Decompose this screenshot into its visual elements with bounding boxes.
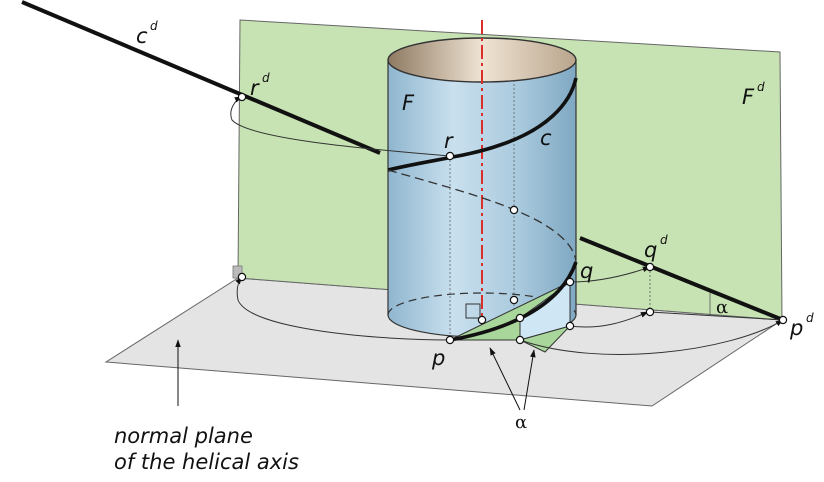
point-base-4 — [565, 321, 575, 331]
label-rd: r — [250, 76, 260, 100]
label-q: q — [580, 259, 593, 283]
point-p — [445, 335, 455, 345]
slope-triangle-small — [518, 325, 572, 353]
arc-q — [569, 266, 651, 283]
point-base-2 — [515, 313, 525, 323]
right-angle-square — [465, 303, 481, 319]
developed-line-lower — [579, 236, 784, 322]
point-q — [565, 277, 575, 287]
label-alpha-bottom: α — [515, 412, 527, 433]
caption-line-1: normal plane — [114, 424, 253, 448]
arc-r — [230, 96, 451, 157]
developed-line-upper — [21, 0, 381, 155]
point-hidden-mid — [509, 205, 519, 215]
label-c: c — [540, 126, 552, 150]
label-pd-sup: d — [806, 311, 814, 325]
label-pd: p — [789, 316, 803, 340]
point-rd — [237, 92, 247, 102]
point-base-5 — [645, 307, 655, 317]
point-base-1 — [509, 295, 519, 305]
label-cd: c — [136, 24, 148, 48]
point-base-6 — [237, 272, 247, 282]
label-qd: q — [644, 238, 657, 262]
arc-base-right — [569, 311, 649, 328]
arc-p-right — [519, 319, 784, 355]
caption-line-2: of the helical axis — [114, 450, 299, 474]
label-alpha-plane: α — [716, 297, 728, 318]
label-p: p — [431, 346, 445, 370]
point-base-3 — [515, 335, 525, 345]
label-rd-sup: d — [262, 71, 270, 85]
point-markers — [237, 92, 788, 345]
label-Fd: F — [742, 85, 755, 109]
helix-curve-visible-upper — [387, 77, 578, 172]
label-cd-sup: d — [150, 19, 158, 33]
helix-curve-hidden — [387, 169, 577, 263]
label-r: r — [444, 129, 454, 153]
point-pd — [778, 315, 788, 325]
point-r — [445, 151, 455, 161]
label-Fd-sup: d — [757, 80, 765, 94]
label-qd-sup: d — [660, 233, 668, 247]
label-F: F — [402, 91, 415, 115]
arc-p — [235, 276, 451, 341]
alpha-pointer-right — [523, 349, 536, 411]
point-axis-base — [477, 315, 487, 325]
base-line-right — [649, 311, 784, 321]
point-qd — [645, 262, 655, 272]
alpha-pointer-left — [489, 347, 521, 411]
helix-curve-visible-lower — [449, 261, 578, 342]
